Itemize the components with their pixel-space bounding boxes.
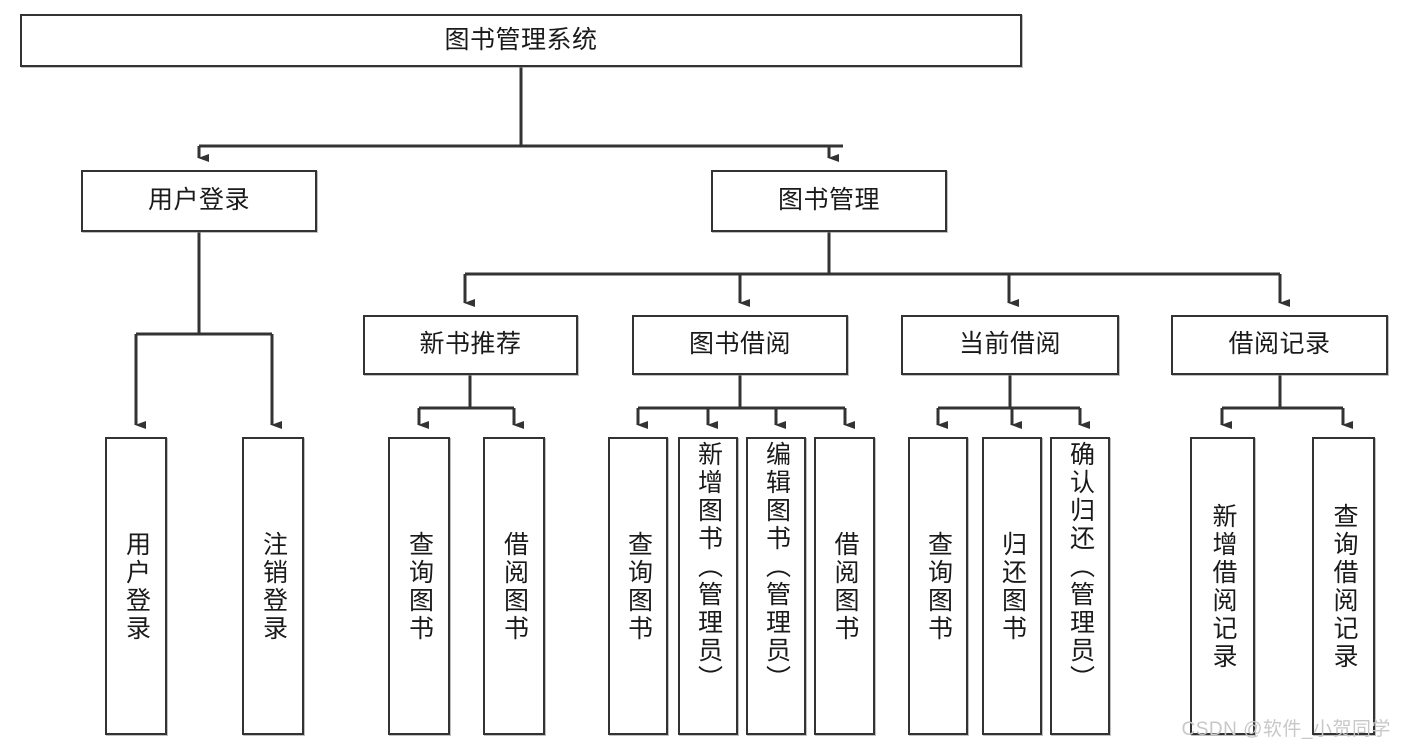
node-label: 确认归还（管理员）: [1066, 441, 1095, 693]
node-user-login-login[interactable]: 用户登录: [105, 437, 167, 735]
node-record-add[interactable]: 新增借阅记录: [1190, 437, 1255, 735]
node-book-management[interactable]: 图书管理: [711, 170, 947, 232]
node-label: 查询图书: [405, 531, 434, 643]
node-record-query[interactable]: 查询借阅记录: [1312, 437, 1375, 735]
node-user-login-logout[interactable]: 注销登录: [242, 437, 304, 735]
node-borrow-borrow-book[interactable]: 借阅图书: [814, 437, 875, 735]
node-label: 借阅图书: [831, 531, 859, 643]
node-root-system[interactable]: 图书管理系统: [20, 14, 1022, 67]
node-label: 新增图书（管理员）: [694, 441, 723, 693]
node-label: 新增借阅记录: [1209, 503, 1237, 671]
node-label: 借阅图书: [500, 531, 529, 643]
node-label: 查询图书: [924, 531, 953, 643]
csdn-watermark: CSDN @软件_小贺同学: [1181, 719, 1391, 740]
node-label: 图书管理系统: [444, 25, 598, 54]
node-recommend-query-book[interactable]: 查询图书: [388, 437, 450, 735]
node-new-book-recommend[interactable]: 新书推荐: [363, 315, 578, 375]
node-label: 当前借阅: [958, 330, 1061, 359]
node-label: 查询图书: [624, 531, 653, 643]
node-label: 借阅记录: [1228, 330, 1331, 359]
node-label: 归还图书: [998, 531, 1027, 643]
node-label: 注销登录: [259, 531, 288, 643]
node-borrow-add-book[interactable]: 新增图书（管理员）: [678, 437, 738, 735]
node-current-query-book[interactable]: 查询图书: [908, 437, 968, 735]
node-recommend-borrow-book[interactable]: 借阅图书: [483, 437, 545, 735]
node-label: 新书推荐: [419, 330, 522, 359]
node-current-confirm-return[interactable]: 确认归还（管理员）: [1050, 437, 1110, 735]
node-user-login[interactable]: 用户登录: [81, 170, 317, 232]
node-label: 图书管理: [777, 186, 880, 215]
node-current-return-book[interactable]: 归还图书: [982, 437, 1042, 735]
node-label: 用户登录: [122, 531, 151, 643]
node-borrow-record[interactable]: 借阅记录: [1171, 315, 1388, 375]
node-borrow-query-book[interactable]: 查询图书: [608, 437, 668, 735]
node-current-borrow[interactable]: 当前借阅: [901, 315, 1119, 375]
node-label: 查询借阅记录: [1330, 503, 1358, 671]
node-book-borrow[interactable]: 图书借阅: [632, 315, 848, 375]
node-label: 图书借阅: [688, 330, 791, 359]
node-borrow-edit-book[interactable]: 编辑图书（管理员）: [746, 437, 806, 735]
node-label: 编辑图书（管理员）: [762, 441, 791, 693]
node-label: 用户登录: [147, 186, 250, 215]
